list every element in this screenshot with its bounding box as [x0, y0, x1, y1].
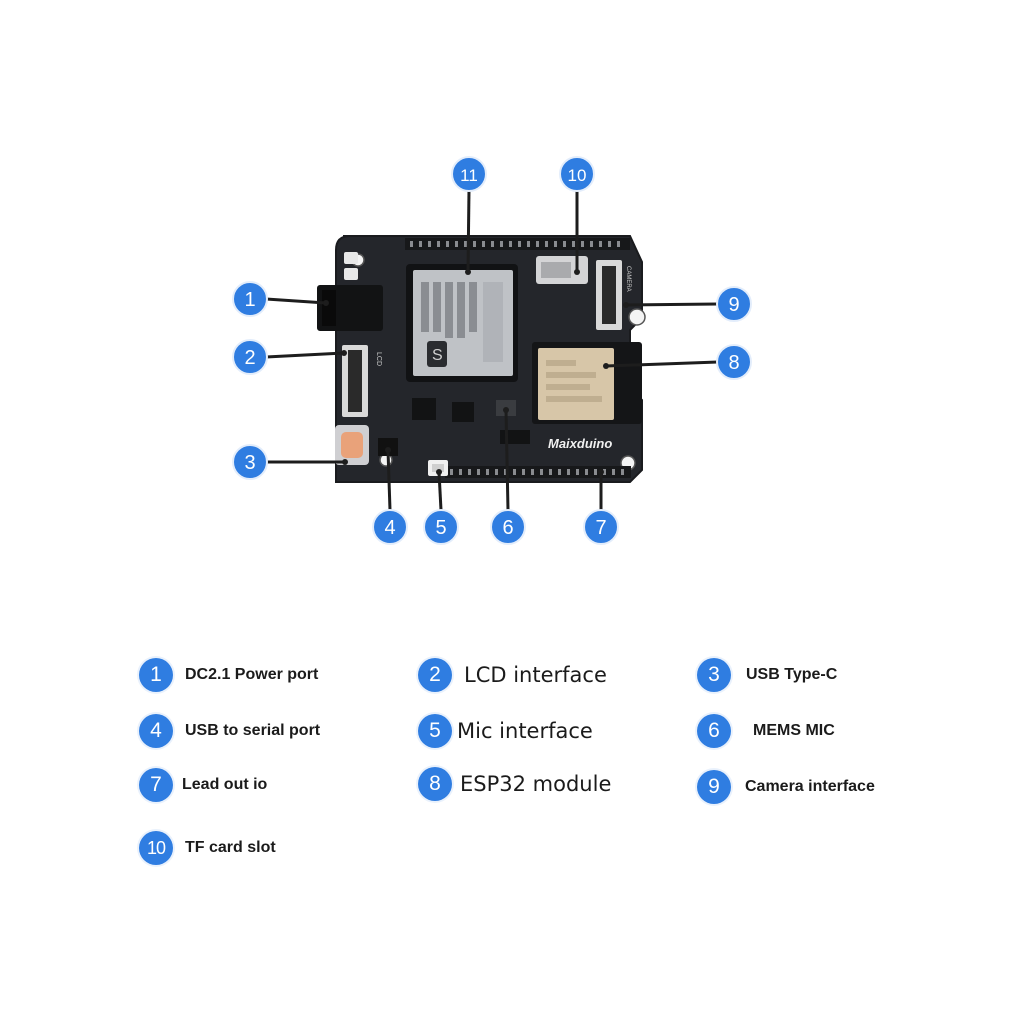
usb-type-c-port [335, 425, 369, 465]
mic-connector [428, 460, 448, 476]
callout-number: 9 [728, 294, 739, 316]
legend-item-dc-power-port: 1 DC2.1 Power port [139, 658, 318, 692]
callout-number: 11 [460, 166, 478, 185]
callout-7: 7 [583, 509, 619, 545]
dc-power-jack [317, 285, 383, 331]
legend-number: 2 [418, 658, 452, 692]
ic-chip [452, 402, 474, 422]
legend-number: 9 [697, 770, 731, 804]
board-diagram: LCD S [232, 156, 752, 545]
button [344, 252, 358, 264]
lcd-connector [342, 345, 368, 417]
legend-item-usb-type-c: 3 USB Type-C [697, 658, 837, 692]
callout-number: 3 [244, 452, 255, 474]
leader-line-8 [605, 360, 719, 368]
maixduino-board: LCD S [317, 235, 646, 483]
legend-number: 8 [418, 767, 452, 801]
legend-item-mems-mic: 6 MEMS MIC [697, 714, 835, 748]
button [344, 268, 358, 280]
legend-item-camera-interface: 9 Camera interface [697, 770, 875, 804]
legend-label: USB Type-C [746, 666, 838, 683]
legend-item-usb-to-serial: 4 USB to serial port [139, 714, 320, 748]
legend-number: 6 [697, 714, 731, 748]
callout-5: 5 [423, 509, 459, 545]
callout-number: 7 [595, 517, 606, 539]
leader-line-4 [386, 449, 392, 511]
callout-1: 1 [232, 281, 268, 317]
legend-label: TF card slot [185, 839, 276, 856]
callout-3: 3 [232, 444, 268, 480]
callout-6: 6 [490, 509, 526, 545]
bottom-pin-header [445, 466, 631, 478]
legend-item-lead-out-io: 7 Lead out io [139, 768, 267, 802]
leader-line-5 [437, 471, 443, 511]
callout-number: 5 [435, 517, 446, 539]
callout-8: 8 [716, 344, 752, 380]
legend-number: 7 [139, 768, 173, 802]
callout-2: 2 [232, 339, 268, 375]
leader-line-1 [265, 297, 327, 305]
camera-silk-label: CAMERA [625, 266, 631, 292]
leader-lines [265, 189, 719, 511]
callout-number: 10 [568, 166, 587, 185]
callout-number: 8 [728, 352, 739, 374]
brand-label: Maixduino [548, 436, 612, 451]
legend-number: 1 [139, 658, 173, 692]
legend-label: MEMS MIC [753, 722, 835, 739]
legend-number: 3 [697, 658, 731, 692]
legend-label: Mic interface [457, 719, 593, 743]
legend-label: Camera interface [745, 778, 875, 795]
esp32-module [532, 342, 642, 424]
k210-module: S [406, 264, 518, 382]
legend-label: USB to serial port [185, 722, 321, 739]
camera-connector [596, 260, 622, 330]
legend-number: 4 [139, 714, 173, 748]
ic-chip [412, 398, 436, 420]
callout-number: 6 [502, 517, 513, 539]
callout-number: 4 [384, 517, 395, 539]
callout-number: 1 [244, 289, 255, 311]
svg-text:S: S [432, 347, 443, 364]
callout-10: 10 [559, 156, 595, 192]
legend-number: 5 [418, 714, 452, 748]
callout-11: 11 [451, 156, 487, 192]
legend-label: DC2.1 Power port [185, 666, 319, 683]
leader-line-9 [625, 302, 719, 307]
legend-label: LCD interface [464, 663, 607, 687]
lcd-silk-label: LCD [375, 352, 382, 366]
legend-item-esp32-module: 8 ESP32 module [418, 767, 611, 801]
callout-4: 4 [372, 509, 408, 545]
legend-item-mic-interface: 5 Mic interface [418, 714, 593, 748]
callout-9: 9 [716, 286, 752, 322]
legend-number: 10 [139, 831, 173, 865]
callout-badges: 1 2 3 4 5 6 7 8 9 10 11 [232, 156, 752, 545]
tf-card-slot [536, 256, 588, 284]
leader-line-6 [504, 409, 510, 511]
callout-number: 2 [244, 347, 255, 369]
leader-line-2 [265, 351, 345, 359]
leader-line-11 [466, 189, 471, 273]
legend-item-tf-card-slot: 10 TF card slot [139, 831, 276, 865]
legend-label: ESP32 module [460, 772, 612, 796]
legend-item-lcd-interface: 2 LCD interface [418, 658, 607, 692]
ic-chip [500, 430, 530, 444]
legend-label: Lead out io [182, 776, 268, 793]
